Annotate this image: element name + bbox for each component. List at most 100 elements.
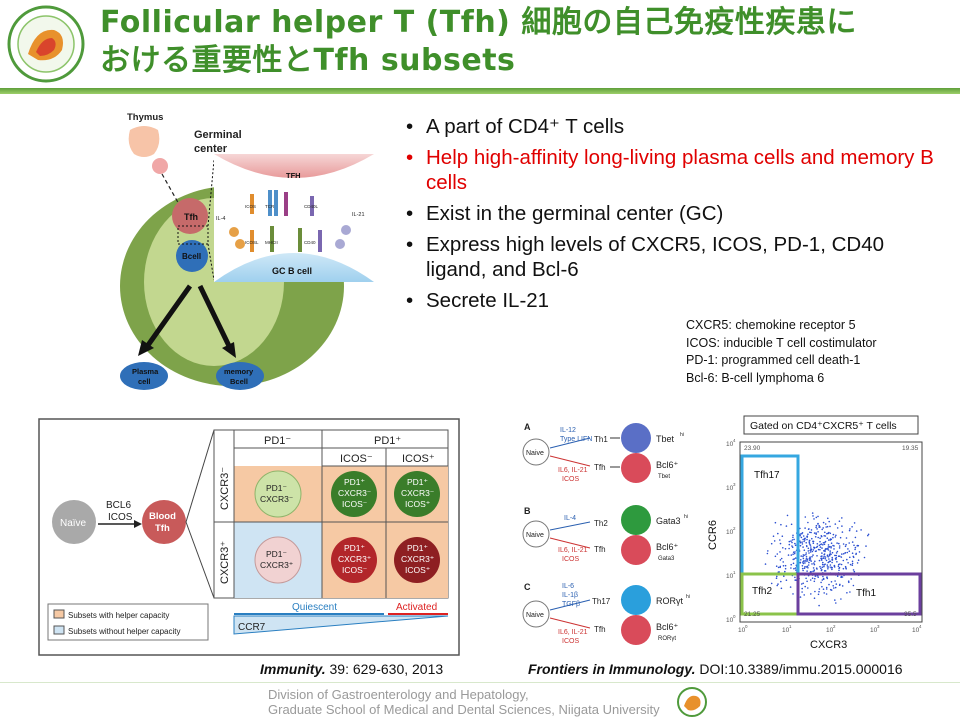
flow-event-dot — [775, 577, 778, 579]
flow-event-dot — [815, 516, 818, 519]
flow-event-dot — [838, 547, 841, 549]
y-tick-exp: 4 — [733, 438, 736, 443]
flow-event-dot — [853, 522, 856, 524]
flow-event-dot — [782, 547, 784, 549]
flow-event-dot — [825, 559, 828, 562]
y-tick-10: 10 — [726, 617, 734, 624]
cell-f-line2: CXCR3⁺ — [401, 554, 434, 564]
y-tick-exp: 0 — [733, 614, 736, 619]
memory-label-2: Bcell — [230, 377, 248, 386]
a-bcl6: Bcl6⁺ — [656, 460, 679, 470]
flow-event-dot — [807, 521, 809, 524]
panel-c-label: C — [524, 582, 531, 592]
flow-event-dot — [819, 546, 822, 548]
flow-event-dot — [780, 580, 782, 583]
flow-event-dot — [823, 592, 825, 594]
flow-event-dot — [794, 544, 797, 547]
panel-a: A Naive IL-12 Type I IFN IL6, IL-21 ICOS… — [522, 422, 684, 483]
flow-event-dot — [856, 562, 859, 564]
immunity-tfh-subsets-figure: Naïve BCL6 ICOS Blood Tfh PD1⁻ PD1⁺ ICOS… — [38, 418, 460, 656]
x-tick-exp: 3 — [877, 624, 880, 629]
flow-event-dot — [851, 560, 854, 563]
flow-event-dot — [818, 544, 821, 546]
flow-event-dot — [844, 565, 847, 568]
b-th2: Th2 — [594, 519, 608, 528]
flow-event-dot — [840, 576, 842, 579]
b-gata3-sup: hi — [684, 514, 688, 520]
flow-event-dot — [802, 555, 804, 558]
flow-event-dot — [835, 552, 838, 554]
flow-event-dot — [800, 555, 802, 557]
x-tick-10: 10 — [826, 627, 834, 634]
abbreviation-item: ICOS: inducible T cell costimulator — [686, 335, 877, 350]
thymus-shape — [128, 126, 160, 157]
flow-event-dot — [817, 536, 819, 539]
flow-event-dot — [851, 552, 854, 554]
flow-event-dot — [842, 559, 845, 562]
flow-event-dot — [766, 552, 769, 555]
flow-event-dot — [804, 565, 806, 568]
flow-event-dot — [825, 593, 828, 595]
flow-event-dot — [785, 525, 788, 527]
flow-event-dot — [828, 554, 831, 557]
flow-event-dot — [818, 588, 821, 590]
flow-event-dot — [831, 551, 834, 554]
flow-event-dot — [854, 536, 857, 539]
b-bcl6-sub: Gata3 — [658, 556, 675, 562]
flow-event-dot — [846, 551, 849, 554]
b-bcl6: Bcl6⁺ — [656, 542, 679, 552]
flow-event-dot — [837, 555, 840, 557]
c-cyto-2: IL-1β — [562, 592, 578, 599]
flow-event-dot — [841, 585, 844, 587]
c-cyto-4: IL6, IL-21 — [558, 629, 588, 636]
flow-event-dot — [824, 531, 826, 534]
flow-event-dot — [794, 542, 796, 545]
flow-event-dot — [814, 577, 816, 580]
flow-event-dot — [802, 582, 804, 585]
immunity-citation: Immunity. 39: 629-630, 2013 — [260, 661, 443, 677]
flow-event-dot — [792, 558, 794, 561]
flow-event-dot — [816, 528, 818, 530]
quiescent-label: Quiescent — [292, 602, 337, 613]
y-tick-10: 10 — [726, 529, 734, 536]
flow-event-dot — [842, 553, 845, 555]
flow-event-dot — [799, 562, 802, 564]
cell-f-line1: PD1⁺ — [407, 543, 428, 553]
flow-event-dot — [854, 548, 856, 551]
flow-event-dot — [823, 543, 826, 546]
flow-event-dot — [802, 569, 804, 572]
x-tick-exp: 1 — [789, 624, 792, 629]
bcl6-label: BCL6 — [106, 500, 131, 511]
tfh-cell — [172, 198, 208, 234]
flow-event-dot — [776, 584, 778, 587]
flow-event-dot — [791, 541, 793, 544]
il21-label: IL-21 — [352, 212, 365, 218]
flow-event-dot — [828, 539, 830, 541]
flow-event-dot — [816, 543, 819, 545]
flow-event-dot — [813, 562, 815, 564]
abbreviation-item: Bcl-6: B-cell lymphoma 6 — [686, 370, 825, 385]
cell-c-line2: CXCR3⁻ — [401, 488, 434, 498]
x-tick-exp: 0 — [745, 624, 748, 629]
flow-event-dot — [779, 551, 781, 553]
slide-title: Follicular helper T (Tfh) 細胞の自己免疫性疾患に おけ… — [100, 4, 857, 80]
flow-event-dot — [819, 540, 821, 543]
cell-d-line1: PD1⁻ — [266, 549, 287, 559]
flow-event-dot — [828, 520, 830, 523]
flow-event-dot — [770, 582, 773, 585]
frontiers-differentiation-figure: A Naive IL-12 Type I IFN IL6, IL-21 ICOS… — [522, 422, 690, 645]
flow-event-dot — [789, 586, 792, 588]
flow-event-dot — [834, 599, 836, 601]
flow-event-dot — [822, 521, 825, 524]
flow-event-dot — [806, 538, 808, 541]
frontiers-citation: Frontiers in Immunology. DOI:10.3389/imm… — [528, 661, 903, 677]
flow-events — [764, 512, 870, 607]
flow-event-dot — [827, 566, 830, 568]
c-bcl6-sub: RORγt — [658, 636, 676, 642]
flow-event-dot — [803, 567, 806, 569]
c-rorgt-sup: hi — [686, 594, 690, 600]
title-divider — [0, 88, 960, 94]
flow-event-dot — [836, 542, 838, 544]
abbreviation-list: CXCR5: chemokine receptor 5 ICOS: induci… — [686, 317, 877, 387]
flow-event-dot — [837, 563, 840, 566]
